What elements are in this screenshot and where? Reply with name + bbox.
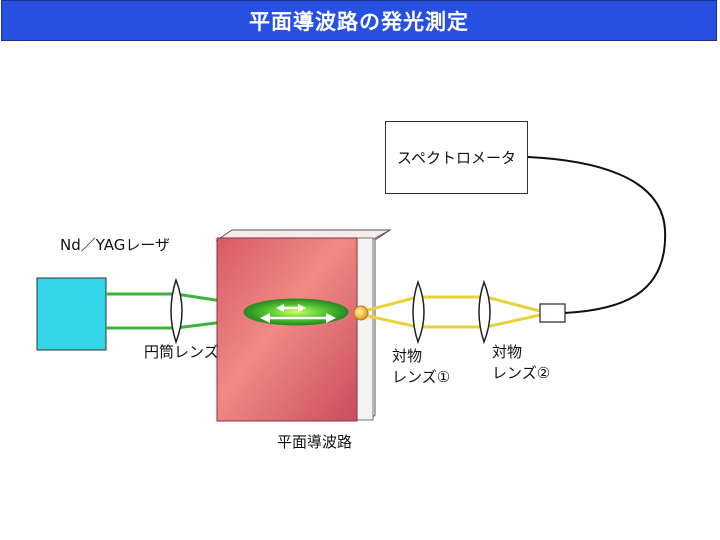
objective-lens-1-label-line1: 対物 bbox=[392, 347, 423, 365]
waveguide-front bbox=[216, 237, 358, 422]
optical-fiber bbox=[527, 156, 667, 314]
guided-light-glow bbox=[243, 298, 349, 326]
laser-box bbox=[36, 277, 107, 351]
fiber-connector bbox=[539, 303, 566, 323]
emission-spot-icon bbox=[353, 305, 369, 321]
objective-lens-2-label-line2: レンズ② bbox=[492, 364, 551, 382]
waveguide-side-face bbox=[354, 237, 374, 421]
waveguide-label: 平面導波路 bbox=[277, 433, 353, 451]
objective-lens-2-icon bbox=[478, 279, 491, 345]
objective-lens-1-label-line2: レンズ① bbox=[392, 368, 451, 386]
objective-lens-1-icon bbox=[412, 279, 425, 345]
yellow-beam bbox=[367, 295, 541, 329]
laser-label: Nd／YAGレーザ bbox=[60, 236, 171, 254]
bidirectional-arrow-icon bbox=[260, 304, 336, 323]
page-title: 平面導波路の発光測定 bbox=[249, 9, 469, 34]
spectrometer-box: スペクトロメータ bbox=[385, 121, 528, 194]
cylindrical-lens-icon bbox=[170, 277, 183, 345]
title-bar: 平面導波路の発光測定 bbox=[1, 0, 717, 41]
cylindrical-lens-label: 円筒レンズ bbox=[144, 343, 219, 361]
spectrometer-label: スペクトロメータ bbox=[397, 149, 516, 167]
objective-lens-2-label-line1: 対物 bbox=[492, 343, 523, 361]
